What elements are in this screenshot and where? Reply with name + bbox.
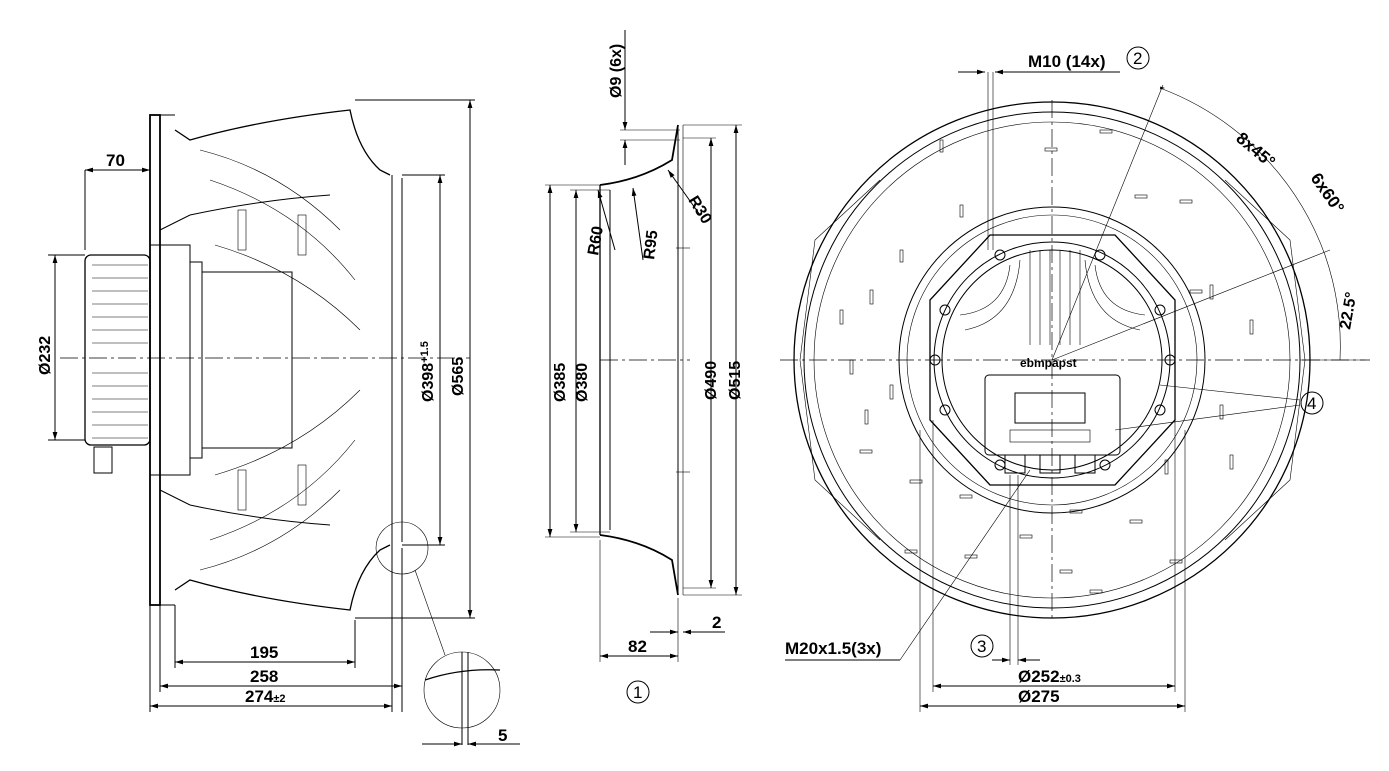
dim-m20: M20x1.5(3x) [785, 639, 881, 658]
dim-380: Ø380 [574, 363, 591, 402]
nozzle-view: Ø9 (6x) R60 R95 R30 Ø385 Ø380 Ø490 Ø515 … [545, 30, 744, 704]
dim-r30: R30 [685, 193, 715, 227]
callout-1: 1 [633, 683, 642, 702]
dim-398: Ø398+1.5 [419, 341, 437, 402]
dim-70: 70 [106, 151, 125, 170]
angle-6x60: 6x60° [1307, 169, 1348, 217]
dim-490: Ø490 [703, 361, 720, 400]
motor-fins [92, 264, 148, 439]
ring-slots [839, 129, 1254, 594]
dim-195: 195 [250, 643, 278, 662]
dim-m10: M10 (14x) [1028, 52, 1105, 71]
dim-r95: R95 [641, 229, 661, 260]
front-view: ebmpapst M10 (14x) 2 8x45° 6x60° 22.5° 4 [780, 46, 1370, 712]
dim-258: 258 [250, 667, 278, 686]
dim-515: Ø515 [727, 361, 744, 400]
brand-label: ebmpapst [1020, 356, 1077, 370]
dim-274: 274±2 [245, 687, 286, 706]
callout-2: 2 [1133, 49, 1142, 68]
dim-82: 82 [628, 637, 647, 656]
angle-22-5: 22.5° [1337, 291, 1360, 331]
dim-252: Ø252±0.3 [1018, 667, 1081, 686]
dim-2: 2 [712, 613, 721, 632]
dim-565: Ø565 [450, 357, 467, 396]
dim-r60: R60 [585, 225, 607, 257]
callout-4: 4 [1307, 394, 1316, 413]
dim-385: Ø385 [552, 363, 569, 402]
heat-fins [959, 250, 1146, 345]
dim-holes: Ø9 (6x) [608, 44, 625, 98]
impeller-blades [199, 149, 361, 571]
dim-5: 5 [498, 726, 507, 745]
dim-232: Ø232 [37, 336, 54, 375]
callout-3: 3 [977, 637, 986, 656]
dim-275: Ø275 [1018, 687, 1060, 706]
side-view: 70 Ø232 Ø398+1.5 Ø565 195 258 274±2 5 [37, 99, 520, 747]
